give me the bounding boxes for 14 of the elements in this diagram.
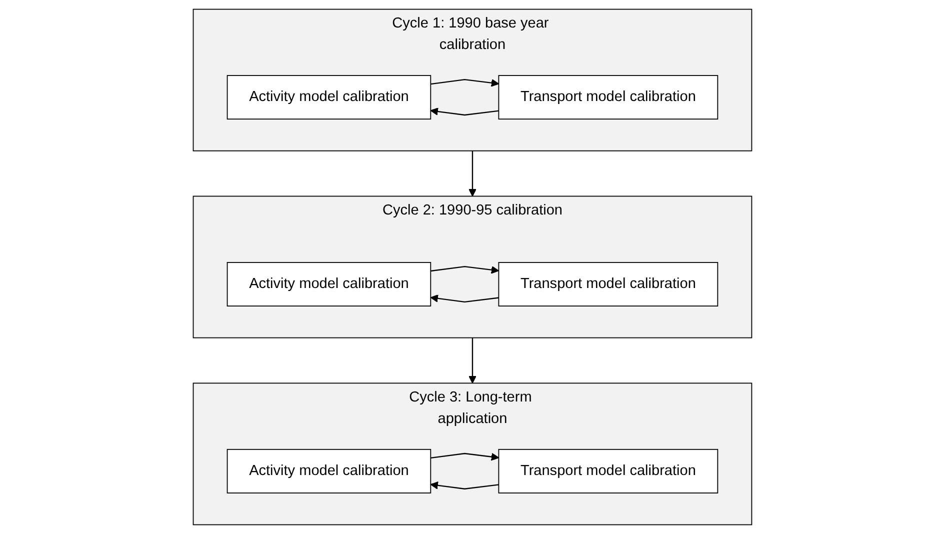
arrow — [430, 266, 499, 274]
arrow — [468, 338, 476, 384]
arrow — [430, 452, 499, 461]
node-box: Transport model calibration — [498, 448, 718, 494]
node-box: Transport model calibration — [498, 262, 718, 306]
arrow — [430, 481, 498, 490]
node-box: Activity model calibration — [226, 448, 431, 494]
node-box: Activity model calibration — [226, 262, 431, 306]
arrow — [430, 78, 499, 87]
node-box: Transport model calibration — [498, 75, 718, 120]
node-box: Activity model calibration — [226, 75, 431, 120]
arrow — [430, 294, 498, 303]
arrow — [468, 150, 476, 197]
arrow — [430, 108, 498, 116]
